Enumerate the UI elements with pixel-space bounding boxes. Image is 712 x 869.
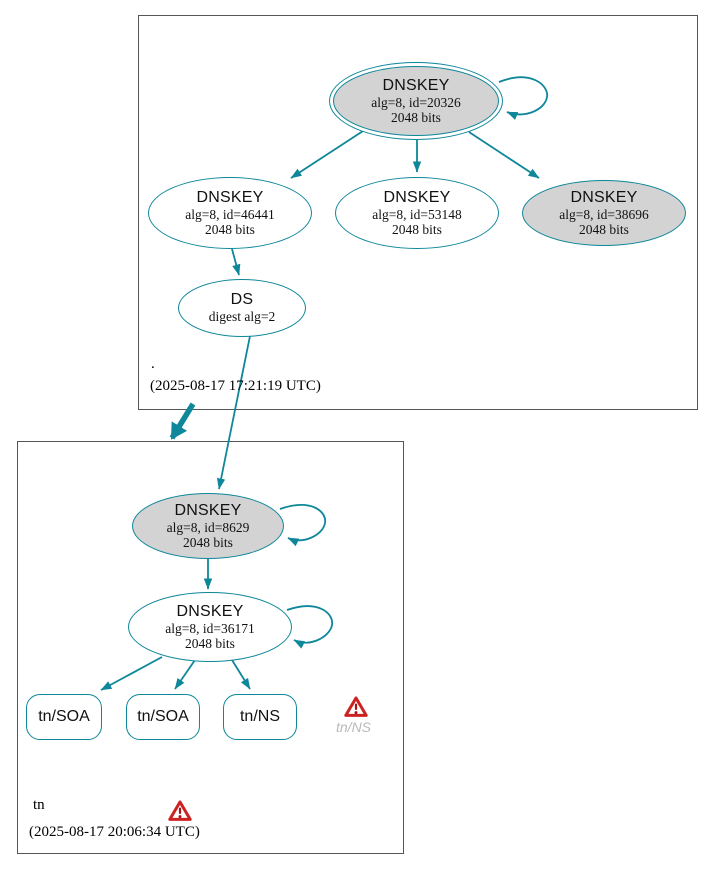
zone-label-tn: tn: [33, 797, 45, 813]
node-title: DNSKEY: [382, 76, 450, 94]
rrset-node-tn-ns: tn/NS: [223, 694, 297, 740]
node-title: DNSKEY: [196, 188, 264, 206]
node-detail: alg=8, id=53148: [372, 206, 462, 222]
node-title: DNSKEY: [383, 188, 451, 206]
dnskey-node-36171: DNSKEY alg=8, id=36171 2048 bits: [128, 592, 292, 662]
node-detail: 2048 bits: [205, 222, 255, 237]
zone-timestamp-root: (2025-08-17 17:21:19 UTC): [150, 378, 321, 394]
dnskey-node-ksk-20326-inner: DNSKEY alg=8, id=20326 2048 bits: [333, 66, 499, 136]
node-detail: alg=8, id=46441: [185, 206, 275, 222]
zone-box-tn: [17, 441, 404, 854]
missing-rrset-label: tn/NS: [336, 719, 372, 735]
warning-icon: [168, 800, 192, 821]
node-detail: 2048 bits: [185, 636, 235, 651]
zone-label-root: .: [151, 356, 155, 372]
rrset-label: tn/SOA: [137, 708, 189, 725]
node-detail: digest alg=2: [208, 309, 276, 325]
dnskey-node-38696: DNSKEY alg=8, id=38696 2048 bits: [522, 180, 686, 246]
node-detail: alg=8, id=38696: [559, 206, 649, 222]
dnskey-node-46441: DNSKEY alg=8, id=46441 2048 bits: [148, 177, 312, 249]
node-title: DNSKEY: [570, 188, 638, 206]
zone-box-root: [138, 15, 698, 410]
dnskey-node-8629: DNSKEY alg=8, id=8629 2048 bits: [132, 493, 284, 559]
node-title: DNSKEY: [174, 501, 242, 519]
node-detail: alg=8, id=8629: [166, 519, 250, 535]
node-detail: alg=8, id=36171: [165, 620, 255, 636]
rrset-label: tn/SOA: [38, 708, 90, 725]
node-detail: 2048 bits: [391, 110, 441, 125]
ds-node: DS digest alg=2: [178, 279, 306, 337]
node-detail: alg=8, id=20326: [371, 94, 461, 110]
dnskey-node-ksk-20326: DNSKEY alg=8, id=20326 2048 bits: [329, 62, 503, 140]
rrset-label: tn/NS: [239, 708, 280, 725]
node-detail: 2048 bits: [183, 535, 233, 550]
warning-icon: [344, 696, 368, 717]
dnskey-node-53148: DNSKEY alg=8, id=53148 2048 bits: [335, 177, 499, 249]
node-detail: 2048 bits: [392, 222, 442, 237]
zone-timestamp-tn: (2025-08-17 20:06:34 UTC): [29, 824, 200, 840]
rrset-node-tn-soa-1: tn/SOA: [26, 694, 102, 740]
node-title: DS: [230, 291, 254, 309]
node-detail: 2048 bits: [579, 222, 629, 237]
rrset-node-tn-soa-2: tn/SOA: [126, 694, 200, 740]
node-title: DNSKEY: [176, 602, 244, 620]
